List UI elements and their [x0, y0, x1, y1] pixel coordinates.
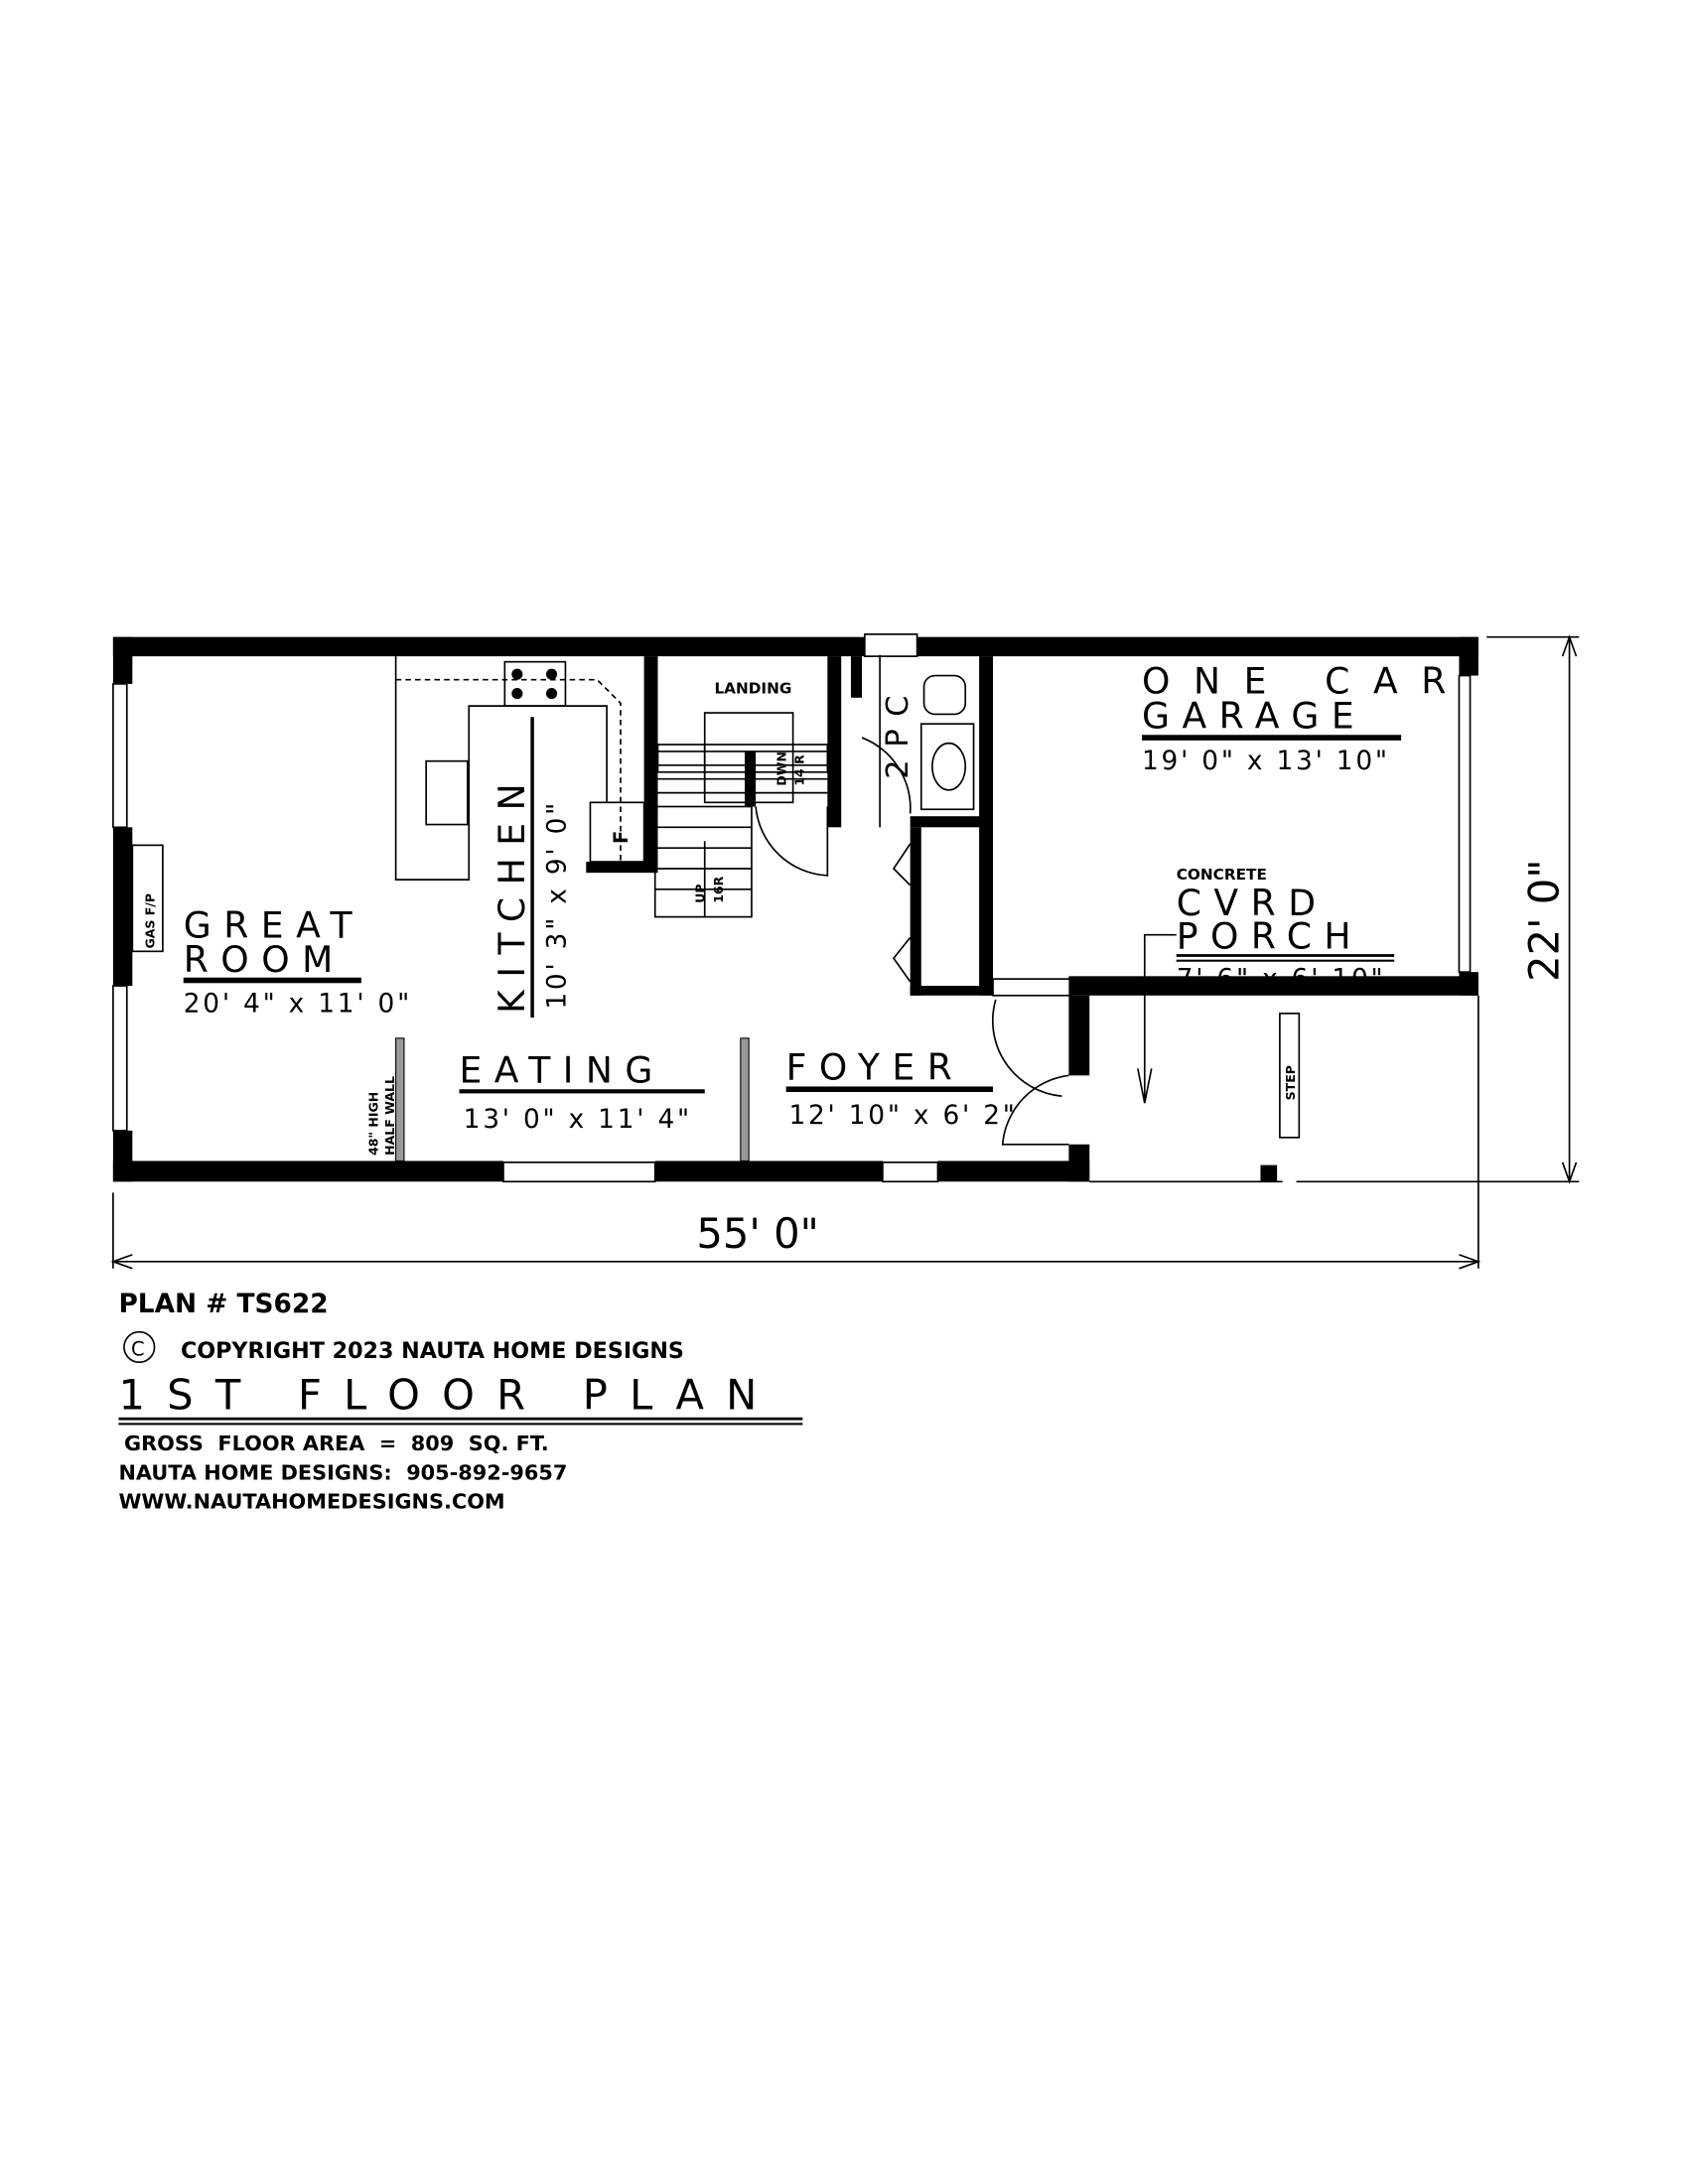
vanity-sink-icon [931, 742, 967, 791]
powder-room-label: 2PC [881, 683, 915, 779]
landing-label: LANDING [714, 680, 791, 698]
kitchen-label: KITCHEN [491, 771, 533, 1014]
sink-icon [425, 759, 469, 826]
half-wall [395, 1037, 405, 1161]
garage-label: ONE CAR [1142, 660, 1470, 703]
kitchen-fixtures [131, 656, 645, 953]
door-swing [991, 999, 1062, 1097]
copyright-symbol: C [131, 1337, 145, 1360]
stairs-down-label: DWN [774, 751, 789, 786]
depth-dimension-line [1296, 634, 1580, 1184]
fridge-icon [589, 801, 645, 863]
kitchen-size: 10' 3" x 9' 0" [542, 800, 572, 1010]
fireplace-label: GAS F/P [143, 893, 158, 949]
copyright-text: COPYRIGHT 2023 NAUTA HOME DESIGNS [181, 1338, 684, 1364]
stairs-down-risers: 14 R [792, 754, 807, 786]
width-dimension-line [110, 995, 1481, 1270]
depth-dimension: 22' 0" [1519, 860, 1568, 982]
great-room-label-2: ROOM [184, 938, 346, 981]
company-website: WWW.NAUTAHOMEDESIGNS.COM [118, 1489, 504, 1513]
stairs-up-label: UP [693, 884, 708, 902]
foyer-size: 12' 10" x 6' 2" [788, 1101, 1017, 1131]
bath-fixtures [861, 654, 1301, 1183]
door-swing [1001, 1074, 1069, 1146]
garage-size: 19' 0" x 13' 10" [1142, 747, 1390, 776]
great-room-label: GREAT [184, 903, 364, 946]
eating-size: 13' 0" x 11' 4" [464, 1105, 692, 1135]
fridge-label: F [610, 831, 633, 844]
gross-floor-area: GROSS FLOOR AREA = 809 SQ. FT. [124, 1432, 549, 1455]
half-wall [740, 1037, 750, 1161]
stairs-up-risers: 16R [711, 876, 726, 902]
stove-icon [503, 660, 567, 707]
plan-number: PLAN # TS622 [118, 1290, 328, 1319]
company-phone: NAUTA HOME DESIGNS: 905-892-9657 [118, 1460, 567, 1484]
half-wall-label-2: HALF WALL [382, 1076, 397, 1156]
width-dimension: 55' 0" [696, 1209, 818, 1258]
eating-label: EATING [460, 1048, 665, 1091]
drawing-title: 1ST FLOOR PLAN [118, 1370, 778, 1419]
half-wall-label-1: 48" HIGH [366, 1092, 381, 1156]
porch-note: CONCRETE [1177, 866, 1267, 884]
copyright-icon [123, 1330, 156, 1364]
step-label: STEP [1283, 1065, 1298, 1100]
stairs [653, 712, 829, 918]
porch-label-2: PORCH [1177, 915, 1363, 958]
toilet-icon [922, 674, 967, 716]
fireplace-icon [131, 844, 164, 953]
porch-size: 7' 6" x 6' 10" [1177, 964, 1386, 994]
foyer-label: FOYER [786, 1046, 965, 1089]
great-room-size: 20' 4" x 11' 0" [184, 989, 412, 1019]
exterior-walls [112, 633, 1478, 1183]
garage-label-2: GARAGE [1142, 694, 1366, 737]
porch-label: CVRD [1177, 882, 1329, 924]
